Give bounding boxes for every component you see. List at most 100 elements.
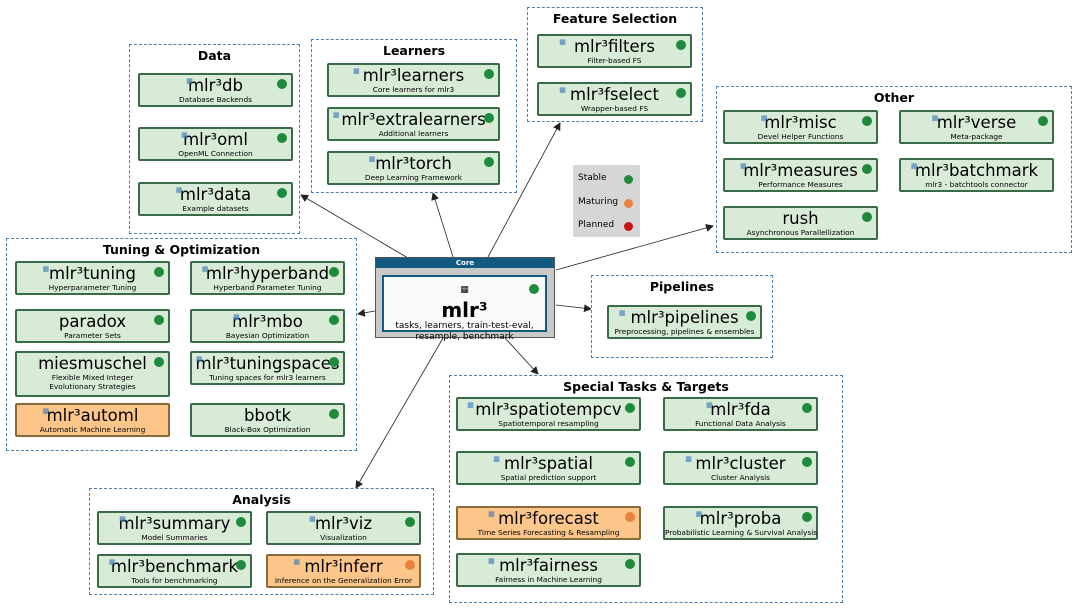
- status-dot-stable: [862, 212, 872, 222]
- status-dot-stable: [802, 512, 812, 522]
- package-name: mlr³db: [187, 76, 243, 95]
- package-description: Wrapper-based FS: [580, 104, 649, 113]
- mlr3-logo-icon: ▦: [353, 67, 360, 75]
- mlr3-logo-icon: ▦: [460, 285, 469, 295]
- status-dot-stable: [676, 88, 686, 98]
- package-name: mlr³fda: [710, 400, 771, 419]
- package-description: Spatiotemporal resampling: [498, 419, 599, 428]
- package-name: mlr³oml: [183, 130, 248, 149]
- mlr3-logo-icon: ▦: [196, 355, 203, 363]
- mlr3-logo-icon: ▦: [493, 455, 500, 463]
- status-dot-stable: [236, 517, 246, 527]
- status-dot-stable: [484, 157, 494, 167]
- package-description: Hyperband Parameter Tuning: [213, 283, 322, 292]
- status-dot-stable: [625, 457, 635, 467]
- package-name: mlr³hyperband: [205, 264, 330, 283]
- mlr3-logo-icon: ▦: [706, 401, 713, 409]
- mlr3-logo-icon: ▦: [42, 265, 50, 273]
- mlr3-logo-icon: ▦: [108, 558, 116, 566]
- group-title: Tuning & Optimization: [102, 242, 261, 257]
- status-dot-stable: [236, 560, 246, 570]
- package-name: mlr³cluster: [695, 454, 786, 473]
- status-dot-maturing: [405, 560, 415, 570]
- mlr3-logo-icon: ▦: [119, 515, 126, 523]
- package-description: Probabilistic Learning & Survival Analys…: [665, 528, 818, 537]
- package-description: Core learners for mlr3: [372, 85, 455, 94]
- status-dot-stable: [329, 409, 339, 419]
- core-box: Core ▦ mlr³ tasks, learners, train-test-…: [375, 257, 555, 342]
- package-description: Model Summaries: [141, 533, 208, 542]
- mlr3-logo-icon: ▦: [488, 510, 495, 518]
- legend-label-maturing: Maturing: [578, 197, 619, 207]
- core-header: Core: [376, 258, 554, 268]
- legend-dot-maturing: [624, 199, 633, 208]
- package-description: Flexible Mixed Integer: [51, 373, 134, 382]
- status-dot-stable: [329, 357, 339, 367]
- status-dot-maturing: [625, 512, 635, 522]
- mlr3-logo-icon: ▦: [42, 407, 50, 415]
- group-special-tasks-targets: Special Tasks & Targets ▦mlr³spatiotempc…: [449, 375, 843, 603]
- package-name: mlr³misc: [764, 113, 837, 132]
- mlr3-logo-icon: ▦: [467, 401, 474, 409]
- mlr3-logo-icon: ▦: [685, 455, 692, 463]
- package-description: Example datasets: [182, 204, 249, 213]
- package-description: Hyperparameter Tuning: [48, 283, 137, 292]
- mlr3-logo-icon: ▦: [760, 114, 768, 122]
- mlr3-logo-icon: ▦: [488, 557, 495, 565]
- package-name: mlr³extralearners: [341, 110, 486, 129]
- legend-label-planned: Planned: [578, 220, 615, 230]
- group-title: Data: [197, 48, 232, 63]
- package-description: Visualization: [320, 533, 367, 542]
- status-dot-stable: [405, 517, 415, 527]
- package-mlr3-core[interactable]: ▦ mlr³ tasks, learners, train-test-eval,…: [382, 275, 547, 342]
- package-name: mlr³data: [179, 185, 252, 204]
- package-description: Tools for benchmarking: [131, 576, 218, 585]
- package-description: Automatic Machine Learning: [39, 425, 146, 434]
- arrow-to-analysis: [355, 337, 444, 489]
- status-dot-stable: [154, 315, 164, 325]
- package-description: Black-Box Optimization: [224, 425, 311, 434]
- status-legend: Stable Maturing Planned: [573, 165, 640, 237]
- core-name: mlr³: [441, 298, 488, 322]
- mlr3-logo-icon: ▦: [293, 558, 301, 566]
- package-description: Inference on the Generalization Error: [274, 576, 413, 585]
